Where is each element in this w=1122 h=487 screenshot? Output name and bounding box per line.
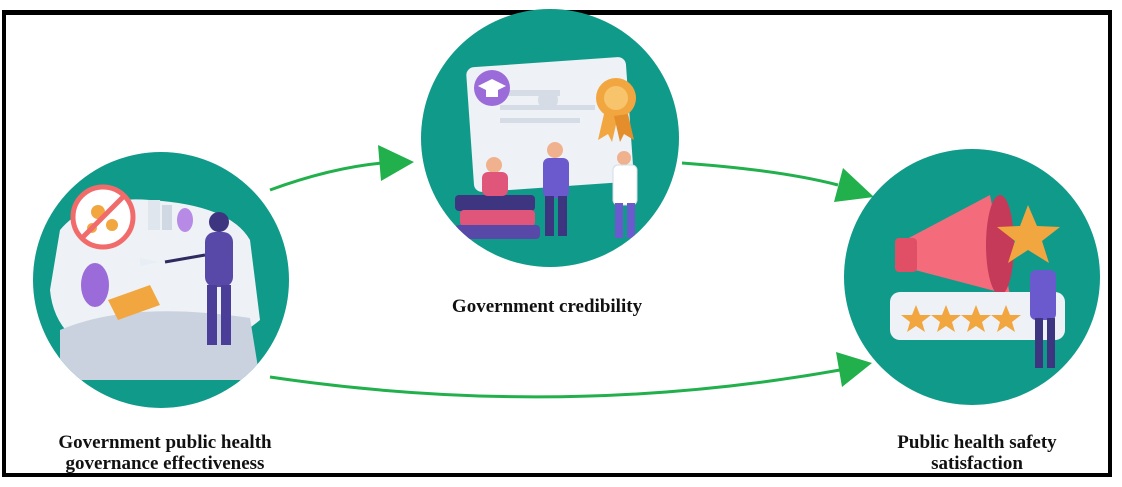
node-right-label-line1: Public health safety (897, 432, 1057, 453)
big-star-icon (997, 205, 1060, 263)
node-center-label: Government credibility (451, 296, 643, 317)
node-right-label-line2: satisfaction (931, 453, 1023, 474)
node-left-label-line1: Government public health (58, 432, 272, 453)
edge-center-to-right (681, 161, 874, 202)
node-center-circle (421, 9, 679, 267)
node-right-label: Public health safety satisfaction (862, 432, 1092, 474)
node-left-label: Government public health governance effe… (20, 432, 310, 474)
node-right-circle (844, 149, 1100, 405)
node-left-circle (33, 152, 289, 408)
rating-stars-icon (901, 305, 1021, 332)
megaphone-star-rating-illustration-icon (890, 195, 1065, 368)
arrowhead-icon (378, 145, 414, 181)
arrowhead-icon (836, 352, 872, 387)
edge-left-to-center (269, 145, 414, 192)
node-left-label-line2: governance effectiveness (65, 453, 265, 474)
arrowhead-icon (834, 168, 874, 202)
edge-left-to-right (269, 352, 872, 399)
